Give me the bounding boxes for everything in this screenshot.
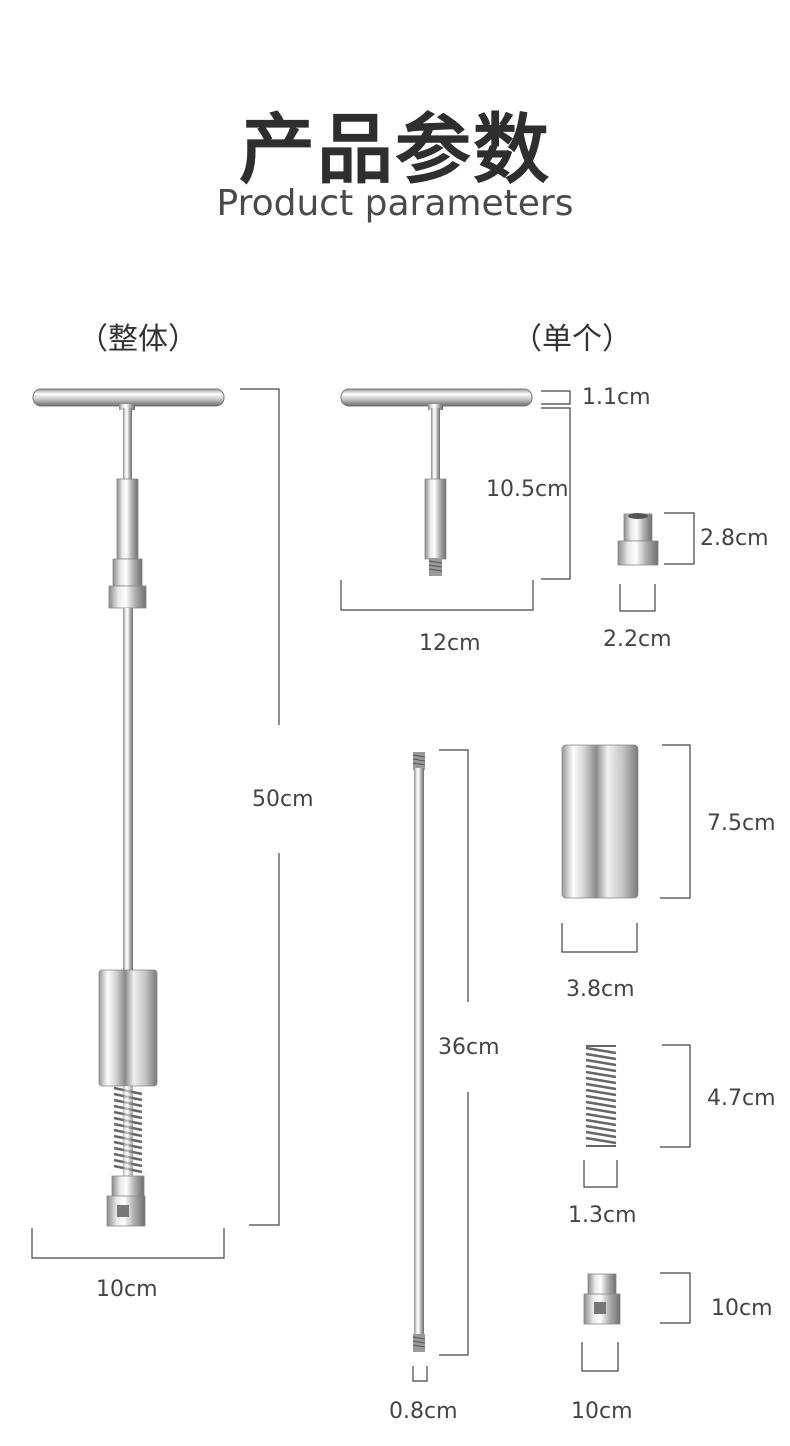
spring-part (585, 1045, 617, 1147)
nut-part (617, 513, 659, 566)
dim-tip-height: 10cm (711, 1296, 773, 1321)
dim-weight-height: 7.5cm (707, 811, 776, 836)
dim-handle-height: 10.5cm (486, 477, 569, 502)
dim-handle-thickness: 1.1cm (582, 385, 651, 410)
dim-weight-width: 3.8cm (566, 977, 635, 1002)
t-handle-part (340, 388, 533, 576)
dim-rod-length: 36cm (438, 1035, 500, 1060)
dim-tip-width: 10cm (571, 1399, 633, 1424)
suction-tip-part (583, 1273, 621, 1325)
dim-handle-width: 12cm (419, 631, 481, 656)
whole-tool (32, 388, 225, 1227)
dim-rod-diameter: 0.8cm (389, 1399, 458, 1424)
page-title: 产品参数 (239, 105, 551, 194)
dim-whole-height: 50cm (252, 787, 314, 812)
section-label-single: （单个） (512, 322, 632, 357)
long-rod-part (412, 752, 426, 1352)
page-subtitle: Product parameters (216, 183, 574, 224)
dim-nut-width: 2.2cm (603, 627, 672, 652)
dim-spring-height: 4.7cm (707, 1086, 776, 1111)
slide-weight-part (561, 744, 639, 899)
dim-spring-width: 1.3cm (568, 1203, 637, 1228)
section-label-whole: （整体） (78, 322, 198, 357)
dim-whole-width: 10cm (96, 1277, 158, 1302)
dim-nut-height: 2.8cm (700, 526, 769, 551)
